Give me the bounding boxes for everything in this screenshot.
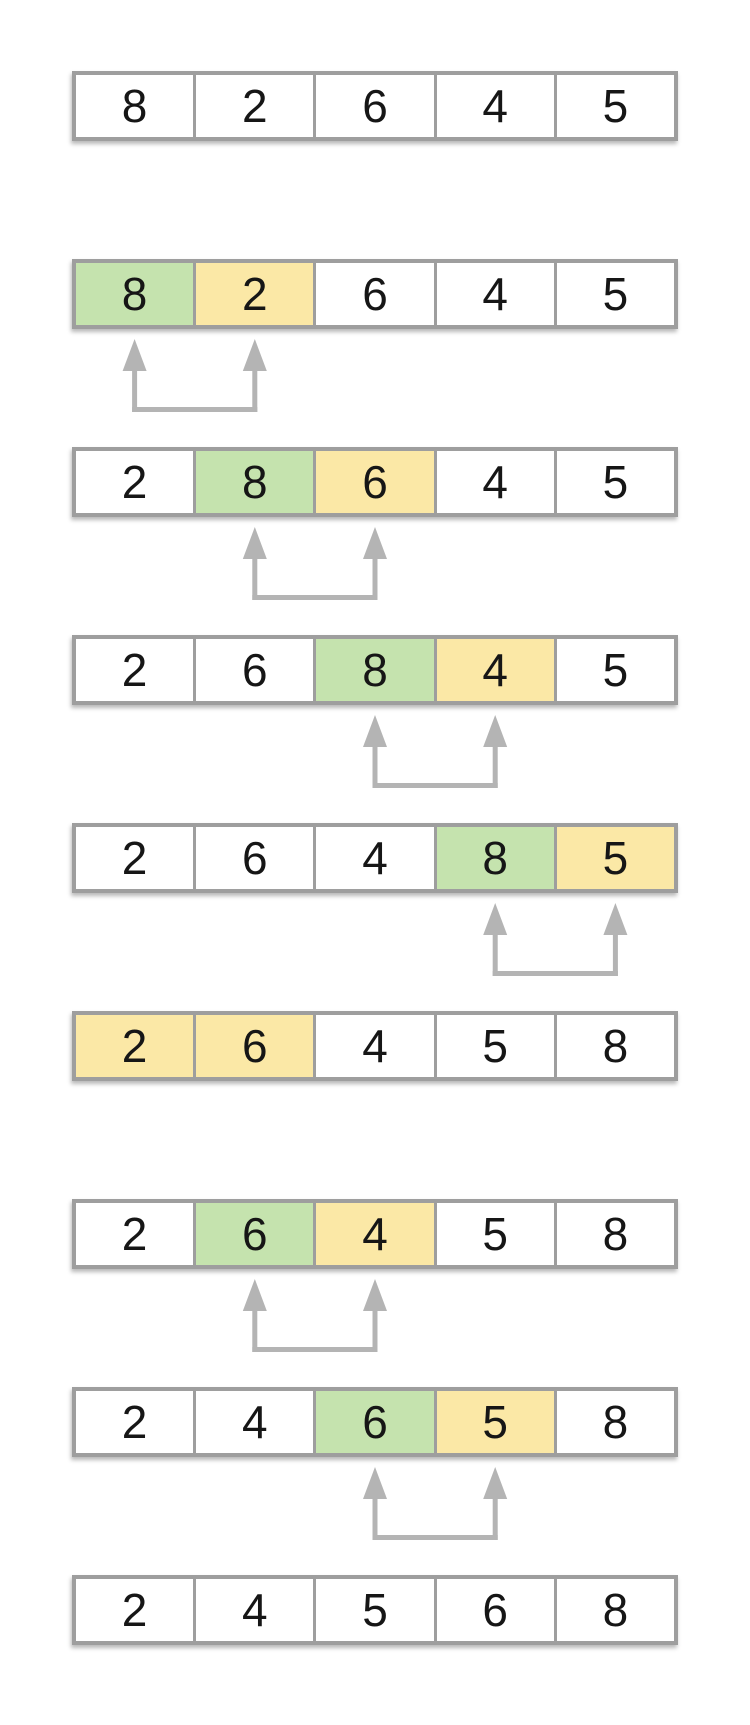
swap-connector-line <box>372 1535 498 1540</box>
array-cell: 8 <box>553 1579 675 1641</box>
up-arrow-icon <box>603 903 628 935</box>
array-cell: 4 <box>193 1579 314 1641</box>
array-cell: 4 <box>313 827 434 889</box>
arrow-stem <box>372 1307 378 1352</box>
swap-connector-line <box>492 971 618 976</box>
array-cell: 5 <box>433 1015 554 1077</box>
swap-connector-line <box>252 595 378 600</box>
arrow-stem <box>252 555 258 600</box>
swap-arrows <box>122 339 267 412</box>
array-cell: 8 <box>553 1015 675 1077</box>
array-cell: 5 <box>433 1391 554 1453</box>
arrow-stem <box>492 931 498 976</box>
array-cell: 2 <box>76 451 194 513</box>
array-cell: 2 <box>76 827 194 889</box>
up-arrow-icon <box>483 1467 508 1499</box>
arrow-stem <box>252 1307 258 1352</box>
up-arrow-icon <box>483 715 508 747</box>
array-cell: 4 <box>433 451 554 513</box>
swap-connector-line <box>372 783 498 788</box>
array-cell: 2 <box>76 1203 194 1265</box>
array-cell: 5 <box>553 75 675 137</box>
array-cell: 4 <box>433 263 554 325</box>
array-cell: 8 <box>553 1203 675 1265</box>
arrow-stem <box>492 743 498 788</box>
up-arrow-icon <box>363 1279 387 1311</box>
array-cell: 2 <box>76 639 194 701</box>
array-cell: 5 <box>553 639 675 701</box>
swap-arrows <box>363 1467 508 1540</box>
array-cell: 6 <box>433 1579 554 1641</box>
up-arrow-icon <box>363 1467 387 1499</box>
arrow-stem <box>372 555 378 600</box>
arrow-stem <box>612 931 618 976</box>
up-arrow-icon <box>242 1279 267 1311</box>
swap-connector-line <box>252 1347 378 1352</box>
array-cell: 5 <box>313 1579 434 1641</box>
array-cell: 8 <box>76 263 194 325</box>
array-cell: 6 <box>313 263 434 325</box>
swap-arrows <box>242 527 387 600</box>
swap-arrows <box>242 1279 387 1352</box>
swap-connector-line <box>132 407 258 412</box>
arrow-stem <box>252 367 258 412</box>
array-cell: 6 <box>313 451 434 513</box>
arrow-stem <box>132 367 138 412</box>
array-cell: 6 <box>313 1391 434 1453</box>
array-cell: 8 <box>313 639 434 701</box>
array-cell: 2 <box>193 75 314 137</box>
arrow-stem <box>372 743 378 788</box>
up-arrow-icon <box>242 527 267 559</box>
array-cell: 6 <box>193 827 314 889</box>
array-cell: 4 <box>433 639 554 701</box>
array-cell: 2 <box>76 1579 194 1641</box>
array-cell: 5 <box>553 451 675 513</box>
up-arrow-icon <box>363 527 387 559</box>
swap-arrows <box>483 903 628 976</box>
arrow-stem <box>372 1495 378 1540</box>
array-cell: 8 <box>553 1391 675 1453</box>
up-arrow-icon <box>483 903 508 935</box>
array-cell: 8 <box>193 451 314 513</box>
array-cell: 6 <box>193 1203 314 1265</box>
array-cell: 6 <box>193 1015 314 1077</box>
swap-arrows <box>363 715 508 788</box>
array-cell: 4 <box>433 75 554 137</box>
array-cell: 2 <box>193 263 314 325</box>
array-cell: 5 <box>553 827 675 889</box>
array-cell: 6 <box>193 639 314 701</box>
array-cell: 5 <box>553 263 675 325</box>
array-cell: 4 <box>313 1203 434 1265</box>
array-cell: 4 <box>313 1015 434 1077</box>
up-arrow-icon <box>363 715 387 747</box>
array-cell: 2 <box>76 1391 194 1453</box>
array-cell: 8 <box>76 75 194 137</box>
array-cell: 5 <box>433 1203 554 1265</box>
up-arrow-icon <box>122 339 147 371</box>
array-cell: 6 <box>313 75 434 137</box>
array-cell: 2 <box>76 1015 194 1077</box>
arrow-stem <box>492 1495 498 1540</box>
array-cell: 8 <box>433 827 554 889</box>
up-arrow-icon <box>242 339 267 371</box>
array-cell: 4 <box>193 1391 314 1453</box>
